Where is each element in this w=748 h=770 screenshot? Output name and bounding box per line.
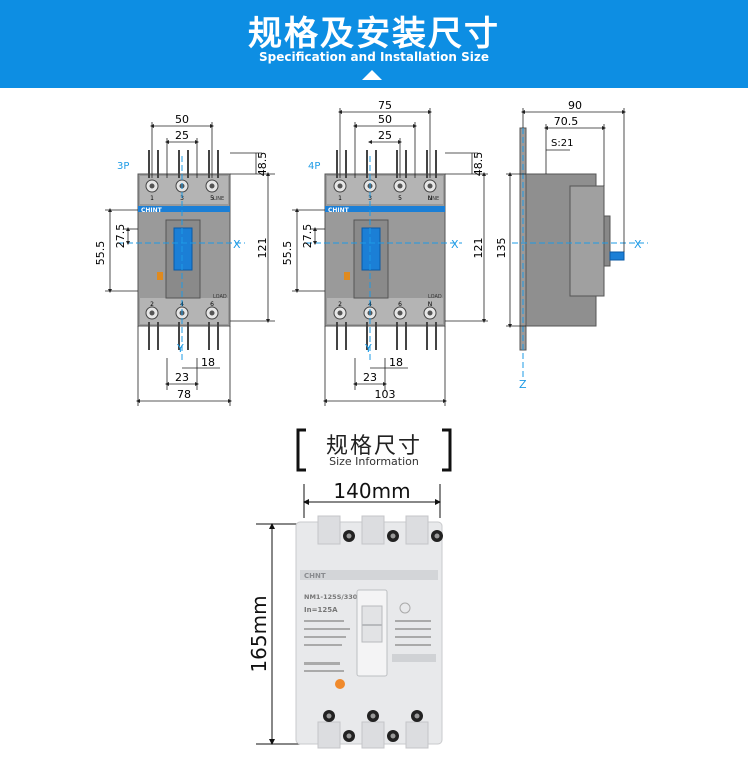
product-photo: 140mm 165mm CHNT NM1-125S/3300 In=125A [247,479,443,749]
dim-55-5-3p: 55.5 [94,241,107,266]
brand-4p: CHINT [328,207,350,214]
svg-text:5: 5 [210,195,214,202]
handle-4p [361,227,381,271]
product-brand: CHNT [304,572,326,580]
side-front [569,185,605,297]
brand-3p: CHINT [141,207,163,214]
test-button [335,679,345,689]
dim-70-5-side: 70.5 [554,115,579,128]
header-banner: 规格及安装尺寸 Specification and Installation S… [0,0,748,88]
height-label: 165mm [247,595,271,672]
dim-78-3p: 78 [177,388,191,401]
product-model: NM1-125S/3300 [304,593,362,601]
svg-text:N: N [428,195,433,202]
line-label-3p: LINE [213,196,224,202]
axis-x-side: X [634,238,642,251]
product-rating: In=125A [304,606,338,614]
dim-48-5-4p: 48.5 [472,152,485,177]
svg-text:5: 5 [398,195,402,202]
svg-text:6: 6 [398,301,402,308]
dim-121-4p: 121 [472,238,485,259]
drawing-3p: 3P CHINT LINE LOAD 1 3 5 2 4 6 [94,113,275,406]
label-3p: 3P [117,161,129,172]
dim-27-5-3p: 27.5 [114,224,127,249]
dim-18-3p: 18 [201,356,215,369]
dim-50-3p: 50 [175,113,189,126]
banner-notch [362,70,382,80]
side-handle [609,251,625,261]
dim-23-3p: 23 [175,371,189,384]
label-4p: 4P [308,161,320,172]
svg-text:1: 1 [338,195,342,202]
size-info-title: 规格尺寸 [325,434,422,459]
svg-text:2: 2 [338,301,342,308]
handle-3p [173,227,193,271]
axis-z-side: Z [519,378,527,391]
page-title: 规格及安装尺寸 [248,14,500,54]
axis-y-3p: Y [176,342,184,355]
page-subtitle: Specification and Installation Size [259,50,489,64]
dim-50-4p: 50 [378,113,392,126]
side-handle-base [603,215,611,267]
dim-27-5-4p: 27.5 [301,224,314,249]
svg-text:2: 2 [150,301,154,308]
dim-18-4p: 18 [389,356,403,369]
drawing-side: X Z 90 70.5 S:21 135 [495,99,648,391]
installation-drawings: 3P CHINT LINE LOAD 1 3 5 2 4 6 [94,99,648,406]
dim-135-side: 135 [495,238,508,259]
dim-25-4p: 25 [378,129,392,142]
width-label: 140mm [333,479,410,503]
dim-103-4p: 103 [375,388,396,401]
dim-25-3p: 25 [175,129,189,142]
axis-x-4p: X [451,238,459,251]
brand-strip-4p [325,206,445,212]
load-label-3p: LOAD [213,294,227,300]
test-button-4p [344,272,350,280]
dim-121-3p: 121 [256,238,269,259]
dim-48-5-3p: 48.5 [256,152,269,177]
size-info-brackets [296,428,452,472]
size-info-subtitle: Size Information [329,455,419,468]
svg-text:N: N [428,301,433,308]
test-button-3p [157,272,163,280]
dim-23-4p: 23 [363,371,377,384]
svg-text:1: 1 [150,195,154,202]
dim-s21-side: S:21 [551,138,573,149]
dim-55-5-4p: 55.5 [281,241,294,266]
bottom-terminal-block-4p [327,298,443,324]
svg-text:6: 6 [210,301,214,308]
svg-text:3: 3 [368,195,372,202]
axis-y-4p: Y [364,342,372,355]
brand-strip-3p [138,206,230,212]
svg-text:3: 3 [180,195,184,202]
drawing-4p: 4P CHINT LINE LOAD 1 3 5 N 2 4 6 N [281,99,488,406]
load-label-4p: LOAD [428,294,442,300]
top-terminal-block-4p [327,176,443,204]
line-label-4p: LINE [428,196,439,202]
dim-75-4p: 75 [378,99,392,112]
terminals-4p: 1 3 5 N 2 4 6 N [333,179,437,320]
axis-x-3p: X [233,238,241,251]
dim-90-side: 90 [568,99,582,112]
